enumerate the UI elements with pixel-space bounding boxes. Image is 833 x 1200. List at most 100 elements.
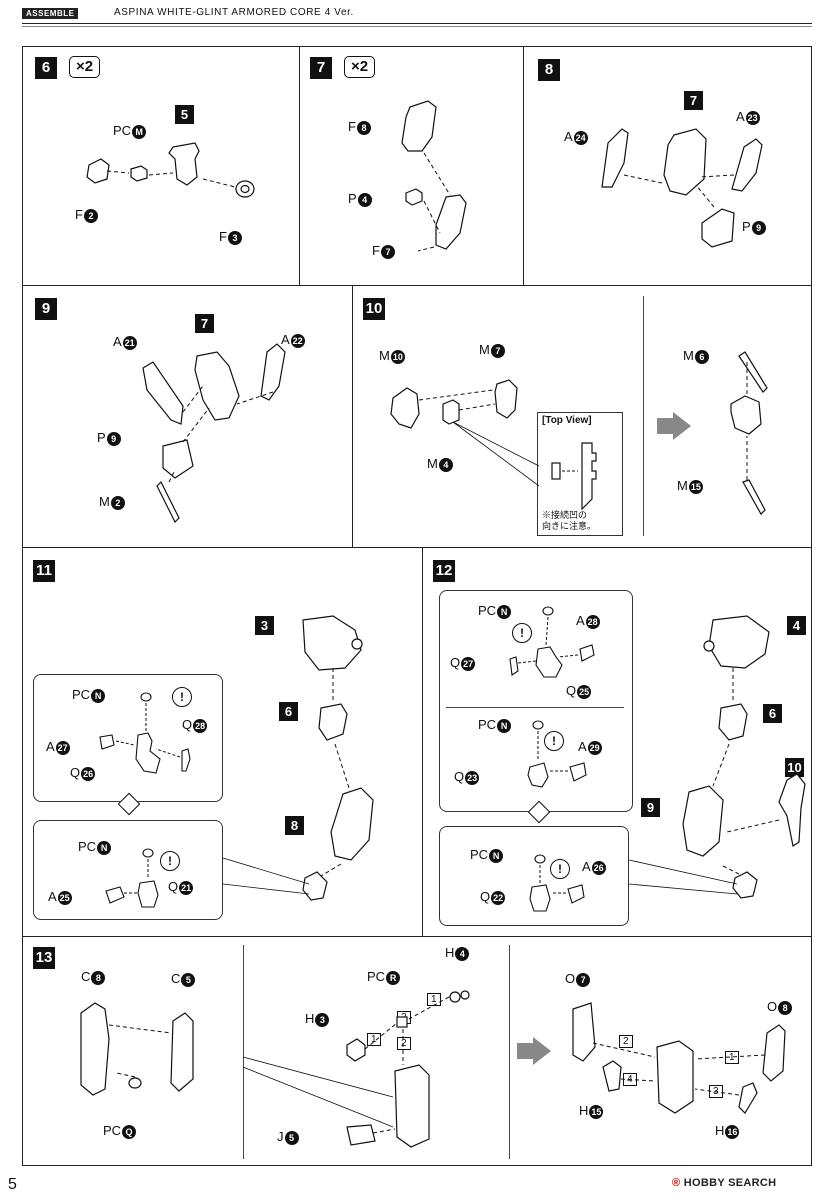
part-code: 25 — [57, 890, 72, 905]
part-code: 21 — [122, 335, 137, 350]
part-code: 26 — [591, 860, 606, 875]
page-number: 5 — [8, 1176, 17, 1193]
caution-icon: ! — [550, 859, 570, 879]
label-text: PC — [72, 687, 91, 702]
caution-icon: ! — [512, 623, 532, 643]
hand-upper-illustration — [99, 692, 191, 774]
step-13-illustration — [80, 990, 786, 1148]
label-text: O — [767, 999, 778, 1014]
part-code: N — [497, 718, 512, 733]
label-text: Q — [168, 879, 179, 894]
header-rule-thin — [22, 26, 812, 27]
step-6-illustration — [86, 142, 255, 198]
part-code: 8 — [91, 970, 106, 985]
label-text: P — [97, 430, 106, 445]
label-text: Q — [182, 717, 193, 732]
panel-divider-left — [243, 945, 244, 1159]
label-text: M — [479, 342, 490, 357]
label-text: Q — [70, 765, 81, 780]
caution-icon: ! — [172, 687, 192, 707]
step-10-illustration — [390, 351, 768, 515]
order-box-2b: 2 — [397, 1037, 411, 1050]
part-code: 6 — [694, 349, 709, 364]
part-code: 23 — [745, 110, 760, 125]
part-ref-badge-6: 6 — [763, 704, 782, 723]
label-text: P — [742, 219, 751, 234]
multiplier-badge: ×2 — [69, 56, 101, 78]
label-text: A — [46, 739, 55, 754]
step-number: 6 — [35, 57, 57, 79]
part-code: 3 — [315, 1012, 330, 1027]
part-code: 4 — [357, 192, 372, 207]
label-text: F — [348, 119, 356, 134]
step-number: 7 — [310, 57, 332, 79]
label-text: F — [219, 229, 227, 244]
part-code: 7 — [380, 244, 395, 259]
label-text: A — [113, 334, 122, 349]
part-code: N — [489, 848, 504, 863]
label-text: O — [565, 971, 576, 986]
part-code: 25 — [577, 684, 592, 699]
step-number: 10 — [363, 298, 385, 320]
top-view-illustration — [551, 442, 597, 511]
step-number: 9 — [35, 298, 57, 320]
label-text: Q — [454, 769, 465, 784]
header-rule — [22, 23, 812, 24]
part-code: 28 — [193, 718, 208, 733]
part-code: 21 — [179, 880, 194, 895]
part-ref-badge: 7 — [195, 314, 214, 333]
label-text: PC — [78, 839, 97, 854]
caution-icon: ! — [544, 731, 564, 751]
top-view-note: ※接続凹の向きに注意。 — [542, 510, 596, 532]
label-text: P — [348, 191, 357, 206]
label-text: M — [379, 348, 390, 363]
label-text: PC — [478, 603, 497, 618]
logo-mark: ® — [672, 1177, 681, 1189]
part-code: 5 — [284, 1130, 299, 1145]
part-code: 2 — [110, 495, 125, 510]
hand-upper-illustration — [509, 606, 595, 788]
step-12-illustration — [628, 615, 806, 899]
label-text: PC — [478, 717, 497, 732]
part-code: 24 — [573, 130, 588, 145]
sequence-arrow-icon — [517, 1037, 551, 1065]
label-text: C — [81, 969, 91, 984]
subassembly-divider — [446, 707, 624, 708]
label-text: A — [48, 889, 57, 904]
step-number: 11 — [33, 560, 55, 582]
label-text: PC — [470, 847, 489, 862]
part-ref-badge-6: 6 — [279, 702, 298, 721]
label-text: A — [582, 859, 591, 874]
part-ref-badge: 7 — [684, 91, 703, 110]
label-text: H — [445, 945, 455, 960]
part-code: 16 — [725, 1124, 740, 1139]
hand-lower-illustration — [529, 854, 585, 912]
part-code: 23 — [465, 770, 480, 785]
part-code: 22 — [491, 890, 506, 905]
